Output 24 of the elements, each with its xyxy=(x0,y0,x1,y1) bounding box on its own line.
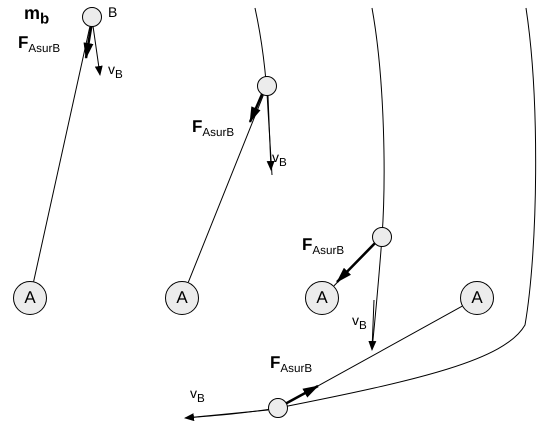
connecting-line xyxy=(188,94,264,283)
body-circle xyxy=(82,7,102,27)
node-label: A xyxy=(23,287,37,309)
node-label: A xyxy=(315,287,329,309)
velocity-label: v$_{B}$ xyxy=(272,150,287,170)
body-circle xyxy=(268,398,288,418)
force-label: F$_{AsurB}$ xyxy=(270,354,312,376)
planet-circle xyxy=(460,281,494,315)
mass-label: m$_{b}$ xyxy=(24,4,50,28)
body-label: B xyxy=(108,5,118,20)
force-label: F$_{AsurB}$ xyxy=(302,236,344,258)
velocity-label: v$_{B}$ xyxy=(190,386,205,406)
node-label: A xyxy=(470,287,484,309)
connecting-line xyxy=(33,26,90,282)
velocity-label: v$_{B}$ xyxy=(352,313,367,333)
node-label: A xyxy=(175,287,189,309)
body-circle xyxy=(372,227,392,247)
velocity-label: v$_{B}$ xyxy=(108,62,123,82)
planet-circle xyxy=(165,281,199,315)
planet-circle xyxy=(13,281,47,315)
body-circle xyxy=(257,76,277,96)
planet-circle xyxy=(305,281,339,315)
force-label: F$_{AsurB}$ xyxy=(192,118,234,140)
force-label: F$_{AsurB}$ xyxy=(18,34,60,56)
